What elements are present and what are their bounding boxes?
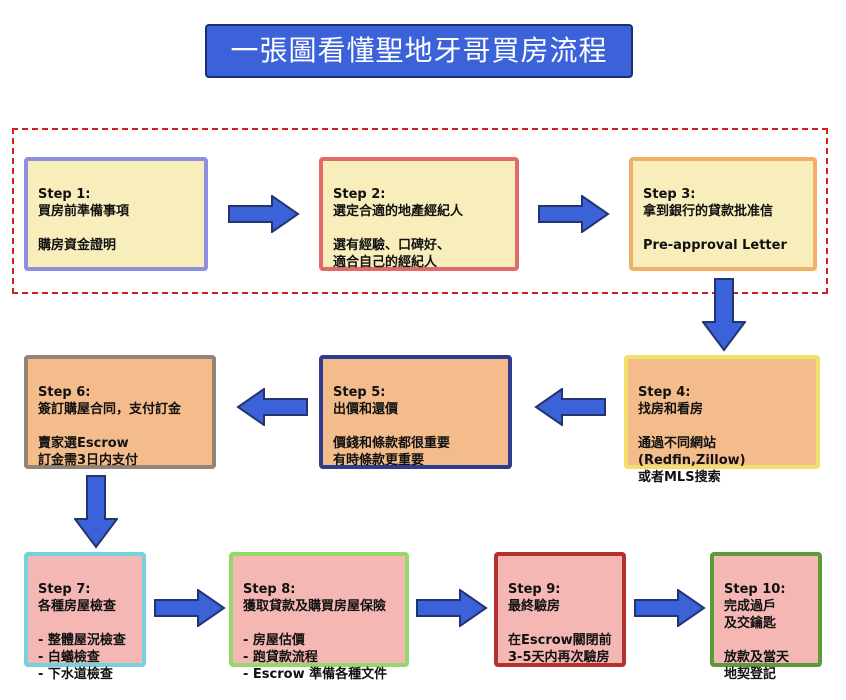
step-10-box: Step 10: 完成過戶 及交鑰匙 放款及當天 地契登記 [710, 552, 822, 682]
arrow-step5-to-step6-icon [236, 388, 308, 426]
step-10-text: 完成過戶 及交鑰匙 放款及當天 地契登記 [724, 599, 790, 682]
arrow-step7-to-step8-icon [154, 589, 226, 627]
step-4-text: 找房和看房 通過不同網站 (Redfin,Zillow) 或者MLS搜索 [638, 402, 746, 485]
step-7-box: Step 7: 各種房屋檢查 - 整體屋況檢查 - 白蟻檢查 - 下水道檢查 [24, 552, 146, 682]
arrow-step9-to-step10-icon [634, 589, 706, 627]
step-7-text: 各種房屋檢查 - 整體屋況檢查 - 白蟻檢查 - 下水道檢查 [38, 599, 126, 682]
step-1-text: 買房前準備事項 購房資金證明 [38, 204, 130, 253]
step-4-box: Step 4: 找房和看房 通過不同網站 (Redfin,Zillow) 或者ML… [624, 355, 820, 485]
step-3-box: Step 3: 拿到銀行的貸款批准信 Pre-approval Letter [629, 157, 817, 271]
step-2-text: 選定合適的地產經紀人 選有經驗、口碑好、 適合自己的經紀人 [333, 204, 464, 270]
step-9-label: Step 9: [508, 582, 561, 597]
step-10-label: Step 10: [724, 582, 786, 597]
step-2-box: Step 2: 選定合適的地產經紀人 選有經驗、口碑好、 適合自己的經紀人 [319, 157, 519, 271]
step-7-label: Step 7: [38, 582, 91, 597]
step-6-text: 簽訂購屋合同，支付訂金 賣家選Escrow 訂金需3日内支付 [38, 402, 182, 468]
arrow-step2-to-step3-icon [538, 195, 610, 233]
step-9-box: Step 9: 最終驗房 在Escrow關閉前 3-5天内再次驗房 [494, 552, 626, 667]
step-3-label: Step 3: [643, 187, 696, 202]
arrow-step4-to-step5-icon [534, 388, 606, 426]
step-8-text: 獲取貸款及購買房屋保險 - 房屋估價 - 跑貸款流程 - Escrow 準備各種… [243, 599, 388, 682]
step-1-label: Step 1: [38, 187, 91, 202]
step-8-box: Step 8: 獲取貸款及購買房屋保險 - 房屋估價 - 跑貸款流程 - Escr… [229, 552, 409, 682]
arrow-step8-to-step9-icon [416, 589, 488, 627]
step-2-label: Step 2: [333, 187, 386, 202]
step-8-label: Step 8: [243, 582, 296, 597]
step-1-box: Step 1: 買房前準備事項 購房資金證明 [24, 157, 208, 271]
arrow-step6-to-step7-icon [74, 475, 118, 549]
step-5-box: Step 5: 出價和還價 價錢和條款都很重要 有時條款更重要 [319, 355, 512, 469]
step-3-text: 拿到銀行的貸款批准信 Pre-approval Letter [643, 204, 787, 253]
step-6-label: Step 6: [38, 385, 91, 400]
step-5-text: 出價和還價 價錢和條款都很重要 有時條款更重要 [333, 402, 451, 468]
arrow-step3-to-step4-icon [702, 278, 746, 352]
highlight-dashed-frame [12, 128, 828, 294]
step-5-label: Step 5: [333, 385, 386, 400]
arrow-step1-to-step2-icon [228, 195, 300, 233]
step-9-text: 最終驗房 在Escrow關閉前 3-5天内再次驗房 [508, 599, 612, 665]
step-4-label: Step 4: [638, 385, 691, 400]
page-title: 一張圖看懂聖地牙哥買房流程 [205, 24, 633, 78]
step-6-box: Step 6: 簽訂購屋合同，支付訂金 賣家選Escrow 訂金需3日内支付 [24, 355, 216, 469]
